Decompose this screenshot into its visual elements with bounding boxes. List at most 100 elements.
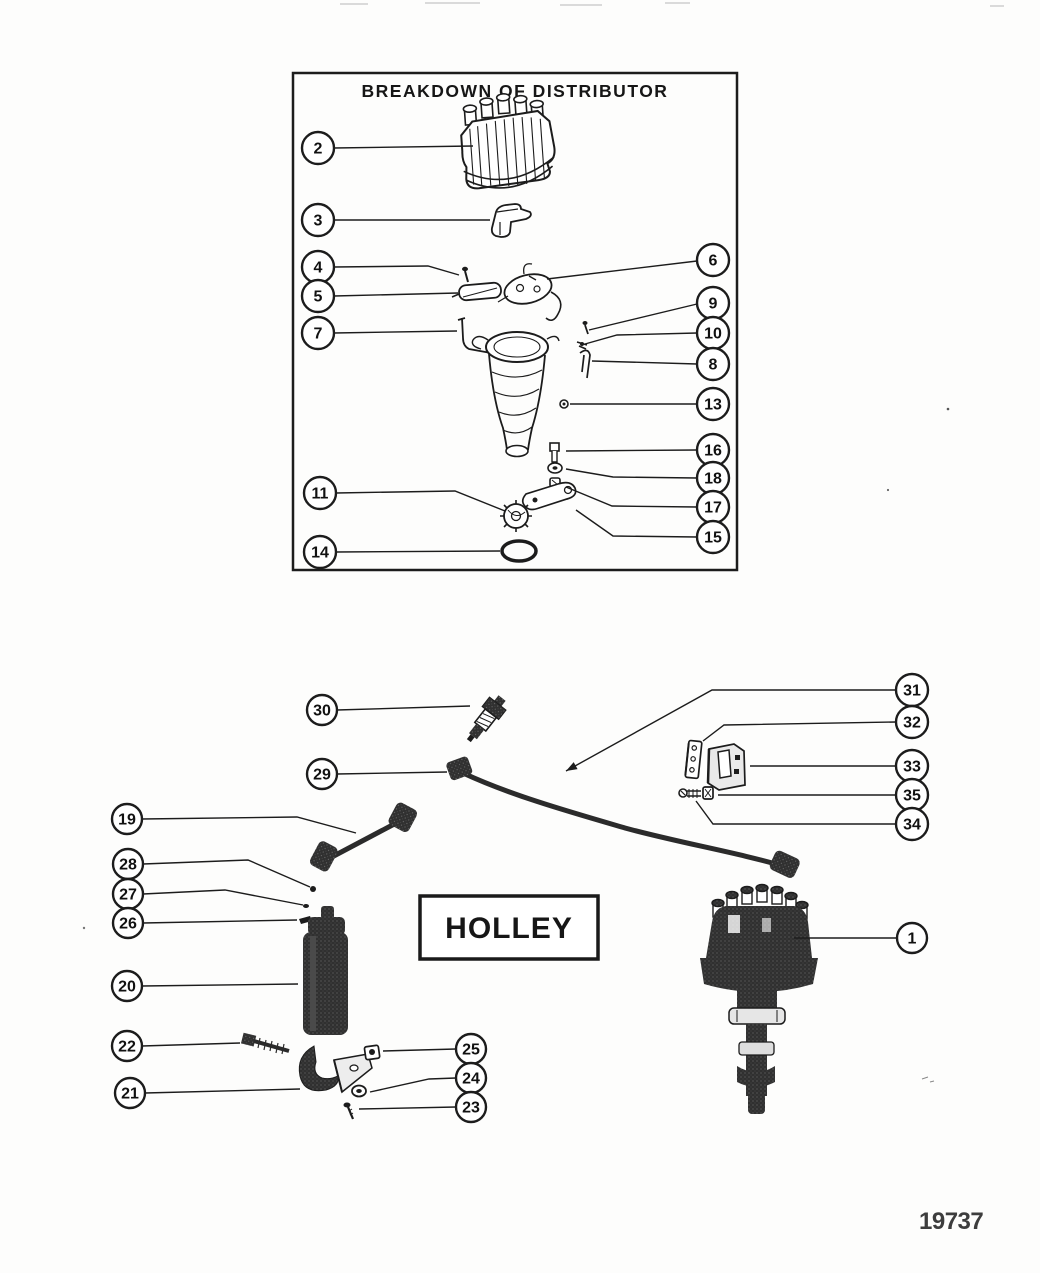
callout-number-22: 22: [118, 1039, 136, 1056]
callout-33: 33: [750, 748, 930, 784]
distributor-cap-drawing: [460, 93, 556, 190]
callout-number-35: 35: [903, 788, 921, 805]
panel-title: BREAKDOWN OF DISTRIBUTOR: [362, 81, 669, 101]
callout-15: 15: [575, 509, 731, 555]
screw-drawing-9: [582, 321, 589, 335]
leader-line-30: [336, 705, 471, 711]
callout-circle-8: [695, 346, 731, 382]
leader-line-18: [565, 468, 698, 479]
callout-circle-14: [302, 534, 338, 570]
callout-number-8: 8: [709, 357, 718, 374]
leader-line-21: [144, 1088, 301, 1094]
leader-line-17: [565, 486, 698, 508]
leader-line-8: [591, 360, 698, 365]
leader-line-25: [382, 1048, 457, 1052]
leader-line-6: [546, 260, 698, 280]
callout-number-10: 10: [704, 326, 722, 343]
grommet-drawing-13: [559, 399, 569, 409]
distributor-housing-drawing: [471, 331, 560, 458]
callout-22: 22: [110, 1029, 241, 1063]
clamp-bracket-drawing-32: [684, 739, 703, 780]
callout-number-34: 34: [903, 817, 921, 834]
callout-number-30: 30: [313, 703, 331, 720]
distributor-clamp-drawing-33: [706, 743, 746, 791]
callout-1: 1: [794, 921, 929, 955]
callout-number-2: 2: [314, 141, 323, 158]
leader-line-5: [333, 292, 459, 297]
drive-gear-drawing: [500, 500, 532, 532]
callout-30: 30: [305, 693, 471, 727]
leader-line-20: [141, 983, 299, 987]
leader-line-15: [575, 509, 698, 538]
callout-circle-6: [695, 242, 731, 278]
screw-drawing-28: [310, 886, 316, 892]
callout-number-4: 4: [314, 260, 323, 277]
callout-number-27: 27: [119, 887, 137, 904]
callout-number-26: 26: [119, 916, 137, 933]
leader-line-27: [142, 889, 304, 906]
leader-arrowhead-31: [566, 762, 578, 771]
callout-circle-23: [454, 1090, 488, 1124]
callout-circle-21: [113, 1076, 147, 1110]
breaker-points-drawing: [497, 263, 562, 322]
rotor-drawing: [490, 203, 532, 238]
washer-drawing-24: [351, 1084, 367, 1098]
callout-13: 13: [570, 386, 731, 422]
leader-line-14: [335, 550, 501, 553]
callout-number-14: 14: [311, 545, 329, 562]
callout-7: 7: [300, 315, 458, 351]
callout-number-7: 7: [314, 326, 323, 343]
callout-number-3: 3: [314, 213, 323, 230]
callout-circle-3: [300, 202, 336, 238]
callout-11: 11: [302, 475, 506, 512]
primary-wire-drawing: [457, 317, 492, 354]
callout-circle-32: [894, 704, 930, 740]
callout-number-9: 9: [709, 296, 718, 313]
leader-line-22: [141, 1042, 241, 1047]
holley-label: HOLLEY: [418, 894, 600, 961]
callout-20: 20: [110, 969, 299, 1003]
distributor-wire-drawing: [446, 756, 800, 878]
callout-number-15: 15: [704, 530, 722, 547]
callout-number-33: 33: [903, 759, 921, 776]
callout-number-20: 20: [118, 979, 136, 996]
leader-line-4: [333, 265, 460, 276]
callout-25: 25: [382, 1032, 488, 1066]
callout-circle-2: [300, 130, 336, 166]
callout-26: 26: [111, 906, 298, 940]
callout-18: 18: [565, 460, 731, 496]
callout-circle-15: [695, 519, 731, 555]
figure-number: 19737: [919, 1208, 983, 1235]
advance-cam-drawing: [521, 481, 577, 511]
nut-drawing-35: [702, 786, 714, 800]
callout-14: 14: [302, 534, 501, 570]
leader-line-26: [142, 919, 298, 924]
callout-circle-19: [110, 802, 144, 836]
callout-number-6: 6: [709, 253, 718, 270]
callout-19: 19: [110, 802, 357, 836]
condenser-drawing: [451, 281, 502, 302]
leader-line-10: [584, 332, 698, 345]
coil-bracket-drawing: [298, 1045, 373, 1094]
callout-number-28: 28: [119, 857, 137, 874]
callout-circle-13: [695, 386, 731, 422]
callout-8: 8: [591, 346, 731, 382]
callout-35: 35: [718, 777, 930, 813]
callout-23: 23: [358, 1090, 488, 1124]
leader-line-9: [588, 303, 698, 331]
screw-drawing-23: [343, 1102, 355, 1120]
callout-34: 34: [695, 800, 930, 842]
callout-6: 6: [546, 242, 731, 280]
breakdown-panel-border: [291, 71, 739, 572]
scan-specks-top: [340, 2, 1004, 7]
screw-drawing-4: [462, 266, 469, 283]
bolt-drawing-16: [549, 442, 560, 463]
clip-drawing-8: [579, 349, 591, 379]
coil-wire-drawing: [309, 802, 418, 872]
callout-21: 21: [113, 1076, 301, 1110]
leader-line-23: [358, 1106, 457, 1110]
callout-number-11: 11: [312, 486, 329, 503]
callout-number-31: 31: [903, 683, 921, 700]
